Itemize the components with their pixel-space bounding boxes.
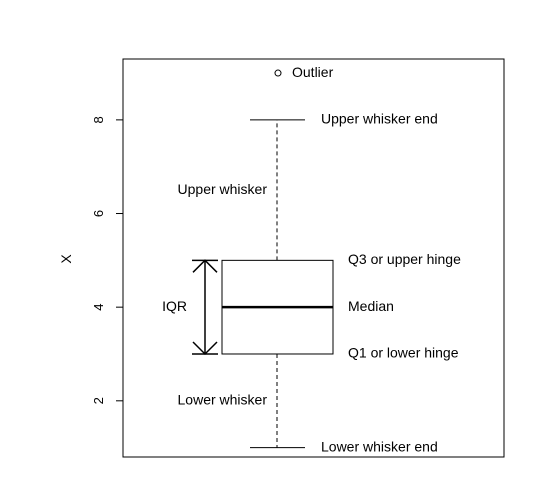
y-tick-label: 2 (91, 397, 106, 404)
median-label: Median (348, 298, 394, 314)
y-axis-label: X (58, 254, 74, 264)
lower-whisker-label: Lower whisker (178, 392, 268, 408)
q3-label: Q3 or upper hinge (348, 251, 461, 267)
y-axis: 2 4 6 8 (91, 116, 124, 404)
outlier-point (274, 69, 282, 77)
y-tick-label: 8 (91, 116, 106, 123)
outlier-label: Outlier (292, 64, 334, 80)
upper-whisker-label: Upper whisker (178, 181, 268, 197)
iqr-label: IQR (162, 298, 187, 314)
q1-label: Q1 or lower hinge (348, 345, 459, 361)
upper-whisker-end-label: Upper whisker end (321, 111, 438, 127)
y-tick-label: 4 (91, 304, 106, 311)
box-marks (192, 69, 334, 449)
lower-whisker-end-label: Lower whisker end (321, 438, 438, 454)
y-tick-label: 6 (91, 210, 106, 217)
